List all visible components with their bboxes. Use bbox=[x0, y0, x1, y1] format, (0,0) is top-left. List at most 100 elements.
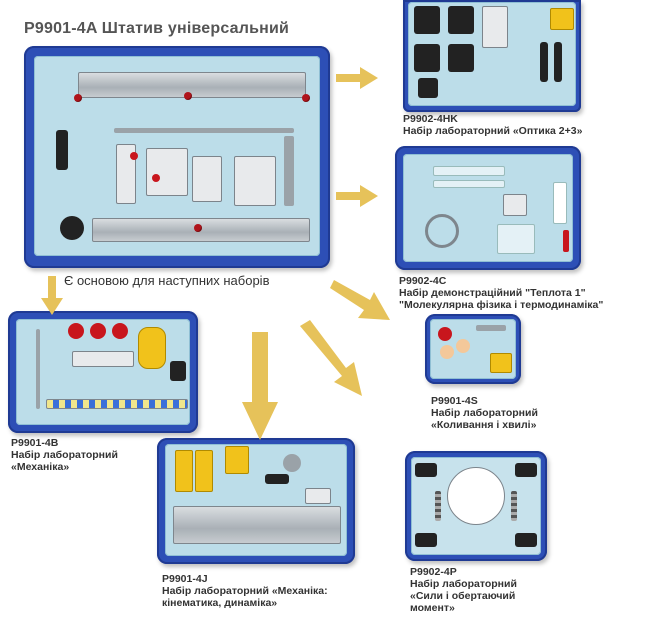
mechanics-set-case bbox=[8, 311, 198, 433]
spring-scale bbox=[72, 351, 134, 367]
lens-holder bbox=[414, 6, 440, 34]
spring-holder bbox=[56, 130, 68, 170]
red-weight bbox=[68, 323, 84, 339]
burner bbox=[503, 194, 527, 216]
beaker bbox=[497, 224, 535, 254]
mechanics-set-name-1: Набір лабораторний bbox=[11, 449, 118, 461]
kinematics-set-tray bbox=[165, 444, 347, 556]
kinematics-set-case bbox=[157, 438, 355, 564]
arrow-to-oscillations-icon bbox=[330, 280, 390, 320]
mechanics-set-caption: P9901-4B Набір лабораторний «Механіка» bbox=[11, 437, 118, 473]
optics-set-caption: P9902-4HK Набір лабораторний «Оптика 2+3… bbox=[403, 113, 582, 137]
yellow-block bbox=[225, 446, 249, 474]
lens-holder bbox=[418, 78, 438, 98]
rail-top bbox=[78, 72, 306, 98]
light-source bbox=[550, 8, 574, 30]
forces-set-caption: P9902-4P Набір лабораторний «Сили і обер… bbox=[410, 566, 517, 614]
heat-set-code: P9902-4C bbox=[399, 275, 447, 287]
lamp bbox=[554, 42, 562, 82]
weight-disc bbox=[283, 454, 301, 472]
track bbox=[173, 506, 341, 544]
clamp bbox=[146, 148, 188, 196]
kinematics-set-name-1: Набір лабораторний «Механіка: bbox=[162, 585, 328, 597]
kinematics-set-name-2: кінематика, динаміка» bbox=[162, 597, 278, 609]
page-title: P9901-4A Штатив універсальний bbox=[24, 20, 290, 37]
kinematics-set-code: P9901-4J bbox=[162, 573, 208, 585]
test-tubes bbox=[433, 180, 505, 188]
rail-knob bbox=[194, 224, 202, 232]
flask bbox=[553, 182, 567, 224]
rail-knob bbox=[74, 94, 82, 102]
red-ball bbox=[438, 327, 452, 341]
lens-holder bbox=[448, 44, 474, 72]
rod bbox=[36, 329, 40, 409]
weight-stack bbox=[511, 491, 517, 521]
oscillations-set-name-1: Набір лабораторний bbox=[431, 407, 538, 419]
arrow-to-optics-icon bbox=[336, 67, 378, 89]
forces-set-code: P9902-4P bbox=[410, 566, 457, 578]
mechanics-set-code: P9901-4B bbox=[11, 437, 59, 449]
main-stand-case bbox=[24, 46, 330, 268]
force-table-disc bbox=[447, 467, 505, 525]
rod bbox=[114, 128, 294, 133]
lamp bbox=[540, 42, 548, 82]
weight bbox=[60, 216, 84, 240]
heat-set-caption: P9902-4C Набір демонстраційний "Теплота … bbox=[399, 275, 603, 311]
wooden-ball bbox=[440, 345, 454, 359]
forces-set-name-3: момент» bbox=[410, 602, 455, 614]
yellow-block bbox=[175, 450, 193, 492]
track-parts bbox=[305, 488, 331, 504]
arrow-to-forces-icon bbox=[300, 320, 362, 396]
optics-set-tray bbox=[408, 2, 576, 106]
bracket bbox=[476, 325, 506, 331]
oscillations-set-code: P9901-4S bbox=[431, 395, 478, 407]
arrow-to-heat-icon bbox=[336, 185, 378, 207]
main-stand-tray bbox=[34, 56, 320, 256]
optical-bench-part bbox=[482, 6, 508, 48]
plate bbox=[192, 156, 222, 202]
rail-knob bbox=[302, 94, 310, 102]
red-weight bbox=[90, 323, 106, 339]
coil bbox=[425, 214, 459, 248]
timer bbox=[170, 361, 186, 381]
base-subtitle: Є основою для наступних наборів bbox=[64, 273, 270, 288]
heat-set-case bbox=[395, 146, 581, 270]
oscillations-set-caption: P9901-4S Набір лабораторний «Коливання і… bbox=[431, 395, 538, 431]
yellow-plate bbox=[490, 353, 512, 373]
weight-stack bbox=[435, 491, 441, 521]
optics-set-name: Набір лабораторний «Оптика 2+3» bbox=[403, 125, 583, 137]
optics-set-case bbox=[403, 0, 581, 112]
yellow-block bbox=[195, 450, 213, 492]
oscillations-set-name-2: «Коливання і хвилі» bbox=[431, 419, 537, 431]
lens-holder bbox=[448, 6, 474, 34]
forces-set-case bbox=[405, 451, 547, 561]
oscillations-set-case bbox=[425, 314, 521, 384]
rail-knob bbox=[184, 92, 192, 100]
oscillations-set-tray bbox=[430, 319, 516, 379]
kinematics-set-caption: P9901-4J Набір лабораторний «Механіка: к… bbox=[162, 573, 328, 609]
heat-set-name-2: "Молекулярна фізика і термодинаміка" bbox=[399, 299, 604, 311]
optics-set-code: P9902-4HK bbox=[403, 113, 458, 125]
pulley-clamp bbox=[415, 533, 437, 547]
mechanics-set-tray bbox=[16, 319, 190, 425]
test-tubes bbox=[433, 166, 505, 176]
forces-set-tray bbox=[411, 457, 541, 555]
heat-set-name-1: Набір демонстраційний "Теплота 1" bbox=[399, 287, 586, 299]
rod bbox=[284, 136, 294, 206]
yellow-cart bbox=[138, 327, 166, 369]
heat-set-tray bbox=[403, 154, 573, 262]
forces-set-name-1: Набір лабораторний bbox=[410, 578, 517, 590]
pulley-clamp bbox=[515, 463, 537, 477]
ruler bbox=[46, 399, 188, 409]
red-nut bbox=[130, 152, 138, 160]
pulley-clamp bbox=[415, 463, 437, 477]
arrow-to-mechanics-icon bbox=[41, 276, 63, 315]
sensor bbox=[265, 474, 289, 484]
red-nut bbox=[152, 174, 160, 182]
red-weight bbox=[112, 323, 128, 339]
lens-holder bbox=[414, 44, 440, 72]
wooden-ball bbox=[456, 339, 470, 353]
clamp bbox=[234, 156, 276, 206]
pulley-clamp bbox=[515, 533, 537, 547]
red-tube bbox=[563, 230, 569, 252]
